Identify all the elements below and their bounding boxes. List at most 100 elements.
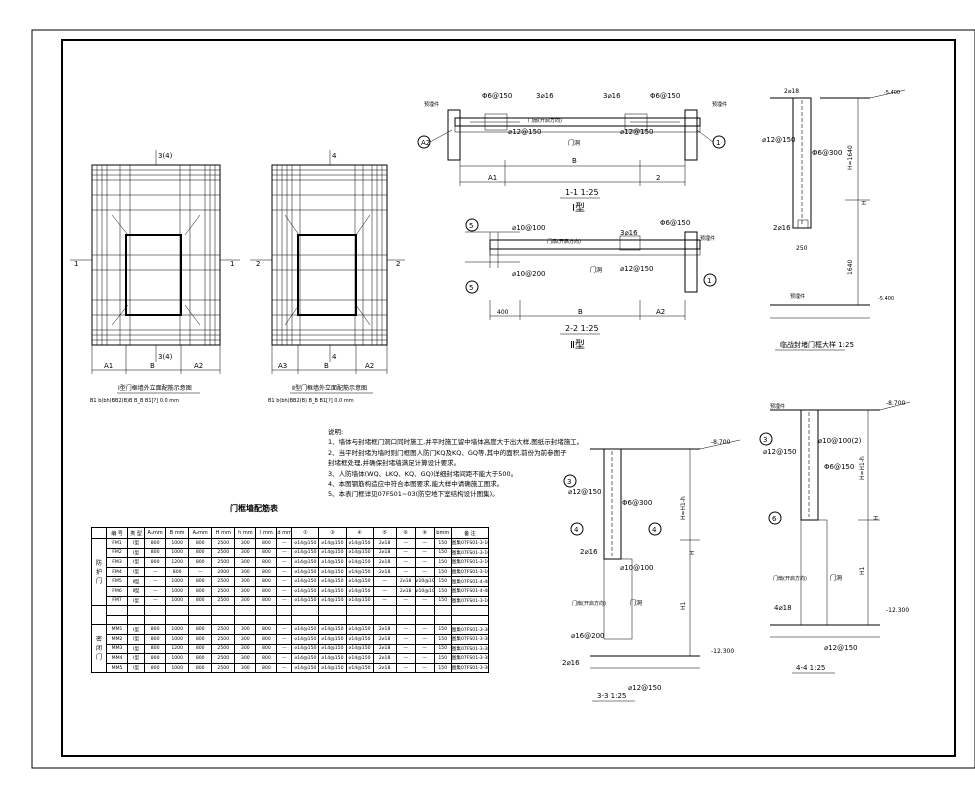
table-cell: 1000 [165,547,190,559]
table-cell: 1000 [165,624,190,635]
table-cell: 150 [433,557,452,568]
section-title: 3-3 1:25 [597,692,626,700]
table-cell: 800 [188,576,213,587]
dim-label: 1640 [847,260,854,275]
section-3-3: 3 4 4 ⌀12@150 Φ6@300 2⌀16 ⌀10@100 ⌀16@20… [562,439,741,702]
table-cell [450,605,490,616]
table-cell: 图集07FS01-3-16 [450,538,490,549]
table-cell: — [144,576,167,587]
table-cell: — [276,653,293,664]
table-cell: ⌀14@150 [318,633,347,645]
column-header: ⑧ [414,527,435,539]
table-cell: ⌀10@100 [414,585,435,597]
cut-mark-top: 4 [332,152,337,160]
table-cell: 800 [188,595,213,607]
table-cell: — [276,538,293,549]
table-cell: 图集07FS01-3-38 [450,633,490,645]
table-cell: 150 [433,662,452,674]
table-cell: 图集07FS01-3-38 [450,624,490,635]
table-cell: 150 [433,633,452,645]
table-cell [433,605,452,616]
column-header: H mm [211,527,236,539]
column-header: 类 型 [127,527,146,539]
column-header: A₂mm [188,527,213,539]
table-cell: 300 [234,585,257,597]
table-cell [144,614,167,626]
table-cell: 300 [234,653,257,664]
table-cell: 800 [188,538,213,549]
table-cell: 150 [433,566,452,578]
table-cell: ⌀14@150 [345,547,374,559]
table-cell: 800 [255,633,278,645]
table-cell: ⌀14@150 [345,624,374,635]
callout-4: 4 [652,526,657,534]
table-cell [450,614,490,626]
table-cell [318,605,347,616]
cut-mark-bottom: 3(4) [158,353,173,361]
row-group-label [90,605,108,626]
table-cell: 2⌀18 [395,585,416,597]
view-note: B1 b(bh)BB2(B) B_B B1[?] 0.0 mm [268,398,354,404]
beam-detail: 2⌀18 ⌀12@150 Φ6@300 2⌀16 250 H=1640 H 16… [762,88,906,351]
table-cell: — [395,595,416,607]
dim-label: A1 [104,362,113,370]
table-cell: — [414,653,435,664]
table-cell: — [276,624,293,635]
table-cell: — [395,547,416,559]
rebar-label: ⌀12@150 [762,136,795,144]
table-cell: 2500 [211,633,236,645]
table-cell: 图集07FS01-3-16 [450,547,490,559]
dim-label: 2 [656,174,660,182]
table-cell: 2500 [211,547,236,559]
column-header: B mm [165,527,190,539]
table-cell: Ⅰ型 [127,566,146,578]
row-group-label: 密 闭 门 [90,624,108,674]
door-leaf-label: 门扇(开启方向) [773,575,807,582]
table-cell: FM2 [106,547,129,559]
table-cell: 800 [165,566,190,578]
table-cell: ⌀14@150 [345,633,374,645]
table-cell [234,614,257,626]
table-cell: 2⌀18 [372,538,397,549]
column-header: bmm [433,527,452,539]
table-row [90,605,490,626]
table-cell: 800 [255,624,278,635]
column-header: ④ [345,527,374,539]
rebar-label: ⌀16@200 [571,632,604,640]
table-cell: 图集07FS01-3-38 [450,662,490,674]
detail-title: 临战封堵门框大样 1:25 [780,340,854,349]
table-cell: 2⌀18 [372,557,397,568]
table-cell: MM1 [106,624,129,635]
table-cell: 800 [144,653,167,664]
rebar-label: ⌀12@150 [628,684,661,692]
column-header: ⑤ [372,527,397,539]
table-cell [291,614,320,626]
table-cell: — [276,662,293,674]
rebar-label: ⌀10@100(2) [818,437,862,445]
table-cell: 1000 [165,585,190,597]
table-cell: 2⌀18 [395,576,416,587]
embed-label: 预埋件 [712,101,727,108]
table-row [92,614,490,626]
cut-mark-top: 3(4) [158,152,173,160]
dim-label: 400 [497,309,509,316]
column-header: A₁mm [144,527,167,539]
table-cell: Ⅰ型 [127,653,146,664]
table-cell: 800 [255,538,278,549]
table-cell: — [395,662,416,674]
table-cell: 800 [188,653,213,664]
table-cell: ⌀14@150 [291,547,320,559]
table-cell: FM4 [106,566,129,578]
cut-mark-left: 2 [256,260,260,268]
rebar-label: Φ6@150 [660,219,690,227]
table-cell [255,614,278,626]
table-cell: — [414,643,435,655]
table-cell: FM6 [106,585,129,597]
dim-label: H=H1-h [859,456,866,480]
table-cell: 150 [433,538,452,549]
